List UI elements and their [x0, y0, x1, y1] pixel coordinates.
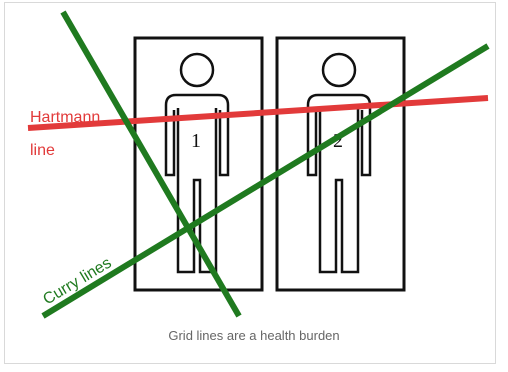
bed-1-number: 1 — [191, 130, 201, 152]
person-figure-2 — [308, 54, 370, 272]
hartmann-label: Hartmann — [30, 109, 100, 126]
person-2-head — [323, 54, 355, 86]
hartmann-label-line: line — [30, 142, 55, 159]
figure-caption: Grid lines are a health burden — [0, 328, 508, 343]
person-1-head — [181, 54, 213, 86]
curry-line-rising — [43, 46, 488, 316]
